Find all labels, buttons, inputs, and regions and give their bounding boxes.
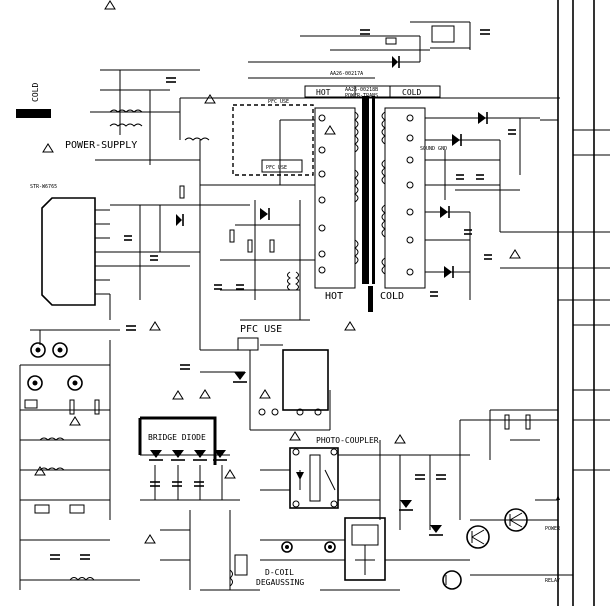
bridge-diode-label: BRIDGE DIODE: [148, 433, 206, 442]
degaussing-label: DEGAUSSING: [256, 578, 304, 587]
hot-label-top: HOT: [316, 88, 331, 97]
ic-name-label: STR-W6765: [30, 184, 57, 190]
right-bus-lines: [470, 0, 610, 606]
pfc-block: [180, 337, 331, 431]
top-wiring: [90, 21, 560, 140]
power-supply-title: POWER-SUPPLY: [65, 140, 137, 151]
regulator-top: [360, 25, 490, 68]
cold-label-mid: COLD: [380, 291, 404, 302]
warning-icons: [34, 0, 521, 544]
secondary-circuits: [425, 112, 540, 300]
relay-degauss: [160, 510, 470, 591]
lower-right-circuits: [399, 409, 560, 590]
ic-block: [41, 197, 250, 320]
power-label: POWER: [545, 526, 561, 532]
d-coil-label: D-COIL: [265, 568, 294, 577]
power-trans-part-2: AA26-00218B: [345, 87, 378, 93]
pfc-use-top-label: PFC USE: [268, 99, 289, 105]
pfc-use-mid-label: PFC USE: [240, 324, 282, 335]
pfc-use-box-label: PFC USE: [266, 165, 287, 171]
relay-label: RELAY: [545, 578, 560, 584]
power-transformer: [314, 96, 426, 312]
primary-side-circuits: [124, 104, 315, 350]
power-trans-part-1: AA26-00217A: [330, 71, 363, 77]
bridge-diode-block: [138, 416, 240, 501]
cold-marker-bar: [16, 109, 51, 118]
hot-label-mid: HOT: [325, 291, 343, 302]
sound-gnd-label: SOUND GND: [420, 146, 447, 152]
cold-vertical-label: COLD: [31, 83, 40, 102]
upper-left-components: [95, 69, 210, 185]
power-trans-label: POWER-TRANS: [345, 93, 378, 99]
hot-cold-header: [304, 85, 441, 98]
cold-label-top: COLD: [402, 88, 421, 97]
left-input-area: [19, 329, 140, 590]
photo-coupler: [260, 440, 470, 520]
photo-coupler-label: PHOTO-COUPLER: [316, 436, 379, 445]
